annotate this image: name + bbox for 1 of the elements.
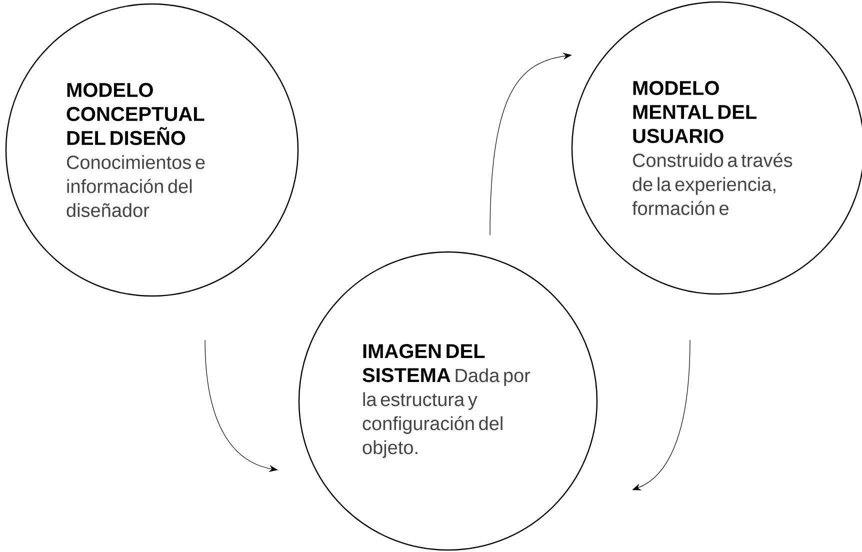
arrow [632,340,690,490]
